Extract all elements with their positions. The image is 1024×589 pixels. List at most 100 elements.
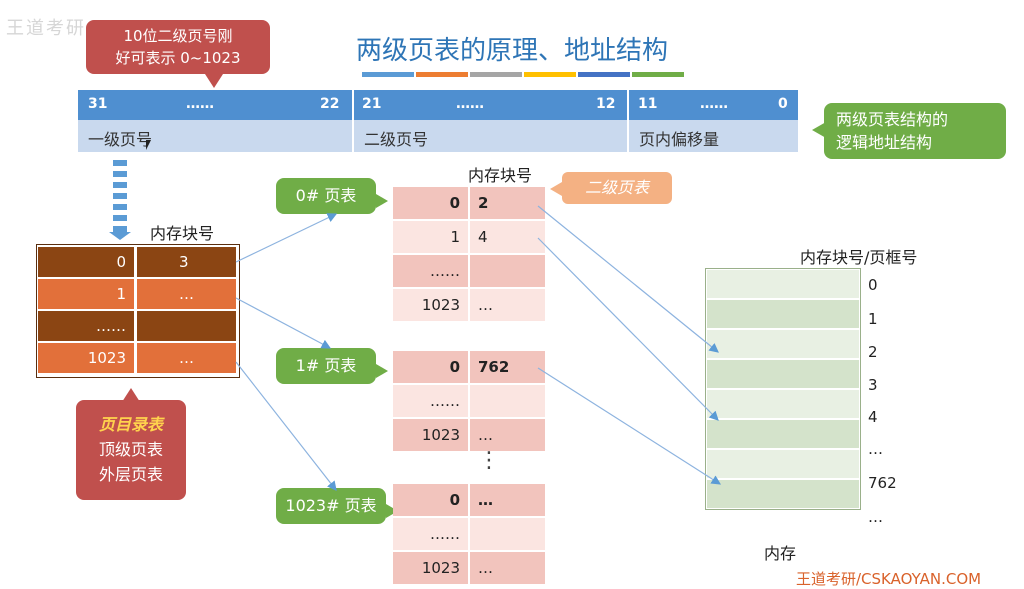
row-index: 1023 — [393, 552, 468, 584]
row-index: …… — [393, 518, 468, 550]
row-index: 0 — [393, 484, 468, 516]
title-color-bar-5 — [578, 72, 630, 77]
table-1023-label: 1023# 页表 — [276, 488, 386, 524]
page-directory-row: 1 … — [38, 279, 236, 309]
row-index: …… — [393, 385, 468, 417]
bit-22: 22 — [320, 96, 340, 112]
title-color-bar-1 — [362, 72, 414, 77]
callout-pointer — [376, 364, 388, 378]
memory-header: 内存块号/页框号 — [800, 248, 918, 267]
row-index: …… — [393, 255, 468, 287]
address-field-first-level: 一级页号 — [78, 120, 352, 152]
memory-block-number: 762 — [868, 474, 897, 492]
memory-block-number: 1 — [868, 310, 878, 328]
row-value: 2 — [470, 187, 545, 219]
second-level-tag: 二级页表 — [562, 172, 672, 204]
page-title: 两级页表的原理、地址结构 — [355, 36, 668, 66]
table-row: 1023… — [393, 289, 545, 323]
memory-block — [706, 479, 860, 509]
pd-value — [137, 311, 236, 341]
title-color-bar-4 — [524, 72, 576, 77]
row-value: … — [470, 419, 545, 451]
memory-block-number: 4 — [868, 408, 878, 426]
arrow-dir1-to-table1 — [235, 297, 332, 349]
row-value: … — [470, 552, 545, 584]
second-level-page-label: 二级页号 — [364, 130, 429, 149]
memory-block-number: … — [868, 508, 883, 526]
table-row: 1023… — [393, 419, 545, 453]
table-row: …… — [393, 385, 545, 419]
page-directory-row: 0 3 — [38, 247, 236, 277]
pd-index: …… — [38, 311, 134, 341]
row-value: 4 — [470, 221, 545, 253]
arrow-block762 — [537, 367, 722, 485]
callout-pointer — [122, 388, 140, 402]
arrow-dir0-to-table0 — [235, 213, 338, 263]
address-separator — [627, 90, 629, 152]
dashed-arrow — [113, 160, 127, 234]
callout-line-1: 两级页表结构的 — [836, 110, 949, 129]
callout-line-2: 逻辑地址结构 — [836, 133, 933, 152]
row-index: 1023 — [393, 419, 468, 451]
callout-pointer — [205, 74, 223, 88]
callout-logical-address: 两级页表结构的 逻辑地址结构 — [824, 103, 1006, 159]
row-value — [470, 255, 545, 287]
row-index: 1023 — [393, 289, 468, 321]
mouse-cursor-icon — [146, 140, 151, 150]
row-value: 762 — [470, 351, 545, 383]
memory-block — [706, 449, 860, 479]
address-field-offset: 页内偏移量 — [629, 120, 798, 152]
arrow-head-icon — [109, 232, 131, 240]
bit-12: 12 — [596, 96, 616, 112]
memory-block — [706, 389, 860, 419]
memory-footer: 内存 — [764, 544, 797, 563]
address-bits-bar: 31 …… 22 21 …… 12 11 …… 0 — [78, 90, 798, 120]
row-value — [470, 518, 545, 550]
callout-pointer — [812, 122, 826, 138]
page-table-1023: 0… …… 1023… — [393, 484, 545, 586]
memory-block — [706, 269, 860, 299]
row-value: … — [470, 289, 545, 321]
table-row: 0… — [393, 484, 545, 518]
pd-index: 0 — [38, 247, 134, 277]
callout-line-2: 好可表示 0~1023 — [115, 49, 241, 67]
vertical-ellipsis: ⋮ — [478, 448, 500, 473]
pd-index: 1023 — [38, 343, 134, 373]
memory-block-number: 3 — [868, 376, 878, 394]
row-index: 0 — [393, 351, 468, 383]
callout-line-1: 页目录表 — [98, 415, 163, 434]
bit-31: 31 — [88, 96, 108, 112]
memory-block — [706, 359, 860, 389]
pd-value: 3 — [137, 247, 236, 277]
arrow-block2 — [537, 205, 719, 353]
callout-page-directory: 页目录表 顶级页表 外层页表 — [76, 400, 186, 500]
memory-block-number: … — [868, 440, 883, 458]
memory-block-number: 2 — [868, 343, 878, 361]
title-color-bar-3 — [470, 72, 522, 77]
memory-block — [706, 299, 860, 329]
title-color-bar-6 — [632, 72, 684, 77]
arrow-dir1023-to-table1023 — [235, 361, 337, 491]
callout-pointer — [550, 182, 562, 196]
second-level-header: 内存块号 — [468, 166, 533, 185]
offset-label: 页内偏移量 — [639, 130, 720, 149]
callout-page-number-range: 10位二级页号刚 好可表示 0~1023 — [86, 20, 270, 74]
table-row: 1023… — [393, 552, 545, 586]
logo: 王道考研 — [6, 18, 86, 39]
pd-value: … — [137, 279, 236, 309]
row-value — [470, 385, 545, 417]
address-field-second-level: 二级页号 — [354, 120, 627, 152]
first-level-page-label: 一级页号 — [88, 130, 153, 149]
arrow-block4 — [537, 237, 719, 421]
pd-index: 1 — [38, 279, 134, 309]
row-index: 1 — [393, 221, 468, 253]
bit-0: 0 — [778, 96, 788, 112]
table-1-label: 1# 页表 — [276, 348, 376, 384]
memory-block — [706, 329, 860, 359]
